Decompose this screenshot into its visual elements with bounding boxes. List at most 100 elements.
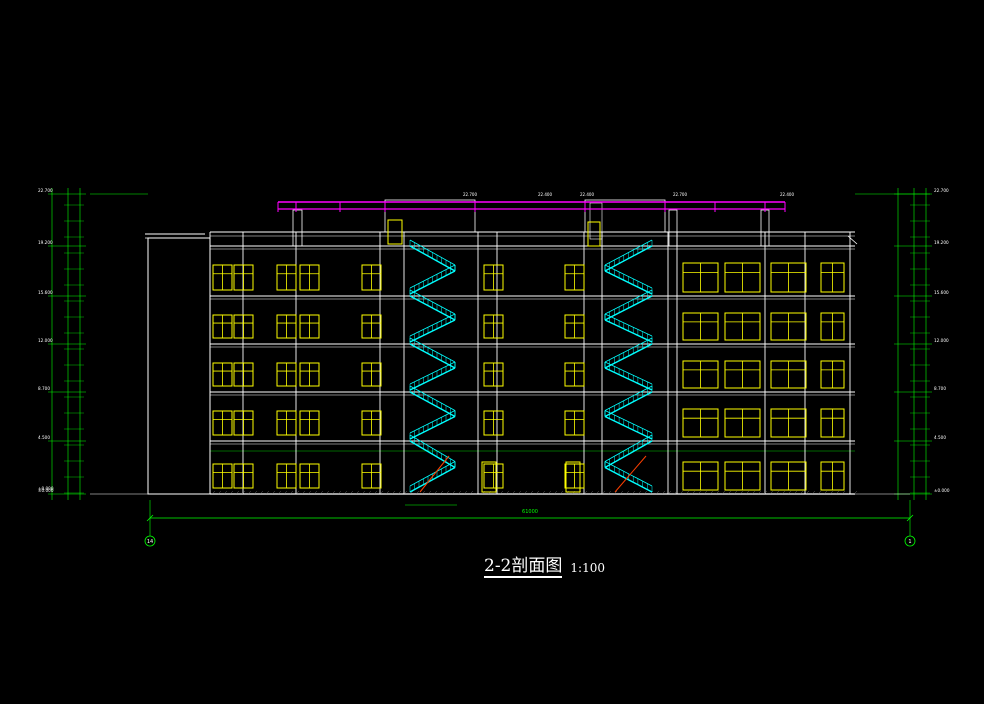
ground-hatch [445,490,450,495]
ground-hatch [463,490,468,495]
stair-group [409,239,653,493]
ground-hatch [667,490,672,495]
ground-hatch [259,490,264,495]
elevation-label: 15.600 [934,290,949,295]
ground-hatch [685,490,690,495]
stair-shaft-roof-left [384,199,476,233]
window-group [212,219,845,493]
ground-hatch [709,490,714,495]
ground-hatch [529,490,534,495]
ground-hatch [613,490,618,495]
ground-hatch [781,490,786,495]
ground-hatch [439,490,444,495]
elevation-label: ±0.000 [934,488,950,493]
roof-column-d [589,202,603,240]
ground-hatch [679,490,684,495]
ground-hatch [595,490,600,495]
elevation-label: 8.700 [38,386,50,391]
ground-hatch [643,490,648,495]
roof-column-b [668,209,678,247]
ground-hatch [727,490,732,495]
ground-hatch [373,490,378,495]
ground-hatch [523,490,528,495]
ground-hatch [751,490,756,495]
ground-hatch [637,490,642,495]
grid-axis-right-circle [904,535,916,547]
ground-hatch [541,490,546,495]
roof-elevation-label: 22.700 [463,192,477,197]
ground-hatch [331,490,336,495]
ground-hatch [301,490,306,495]
ground-hatch [775,490,780,495]
elevation-label: 12.000 [38,338,53,343]
ground-hatch [349,490,354,495]
ground-hatch [307,490,312,495]
ground-hatch [379,490,384,495]
ground-hatch [229,490,234,495]
ground-hatch [343,490,348,495]
ground-hatch [265,490,270,495]
elevation-label: ±0.000 [38,488,54,493]
elevation-label: 12.000 [934,338,949,343]
ground-hatch [625,490,630,495]
ground-hatch [661,490,666,495]
ground-hatch [385,490,390,495]
dimension-lines [48,188,932,536]
ground-hatch [793,490,798,495]
ground-hatch [247,490,252,495]
ground-hatch [847,490,852,495]
ground-hatch [211,490,216,495]
ground-hatch [715,490,720,495]
ground-hatch [607,490,612,495]
ground-hatch [241,490,246,495]
ground-hatch [223,490,228,495]
roof-elevation-label: 22.400 [538,192,552,197]
ground-hatch [739,490,744,495]
ground-hatch [499,490,504,495]
ground-hatch [697,490,702,495]
elevation-label: 4.500 [934,435,946,440]
ground-hatch [421,490,426,495]
ground-hatch [841,490,846,495]
ground-hatch [811,490,816,495]
ground-hatch [367,490,372,495]
ground-hatch [295,490,300,495]
ground-hatch [427,490,432,495]
elevation-label: 19.200 [38,240,53,245]
grid-axis-right-label: 1 [908,539,911,545]
total-dimension-label: 61000 [522,509,538,515]
ground-hatch [283,490,288,495]
elevation-label: 15.600 [38,290,53,295]
elevation-label: 22.700 [934,188,949,193]
ground-hatch [235,490,240,495]
elevation-label: 19.200 [934,240,949,245]
ground-hatch [517,490,522,495]
ground-hatch [397,490,402,495]
roof-edge-right [847,235,858,245]
ground-hatch [547,490,552,495]
elevation-label: 4.500 [38,435,50,440]
roof-elevation-label: 22.700 [673,192,687,197]
ground-hatch [289,490,294,495]
ground-hatch [403,490,408,495]
ground-hatch [415,490,420,495]
ground-hatch [835,490,840,495]
ground-hatch [451,490,456,495]
ground-hatch [787,490,792,495]
ground-hatch [319,490,324,495]
shaft-door [587,221,601,247]
grid-axis-left-label: 14 [147,539,153,545]
ground-hatch [271,490,276,495]
roof-column-a [292,209,303,247]
ground-hatch [277,490,282,495]
ground-hatch [745,490,750,495]
roof-elevation-label: 22.400 [580,192,594,197]
ground-stair-tread [614,455,647,493]
ground-hatch [469,490,474,495]
ground-hatch [583,490,588,495]
ground-hatch [475,490,480,495]
drawing-title: 2-2剖面图 [484,556,563,578]
ground-hatch [355,490,360,495]
ground-hatch [721,490,726,495]
dimension-arrow-right [906,514,914,522]
